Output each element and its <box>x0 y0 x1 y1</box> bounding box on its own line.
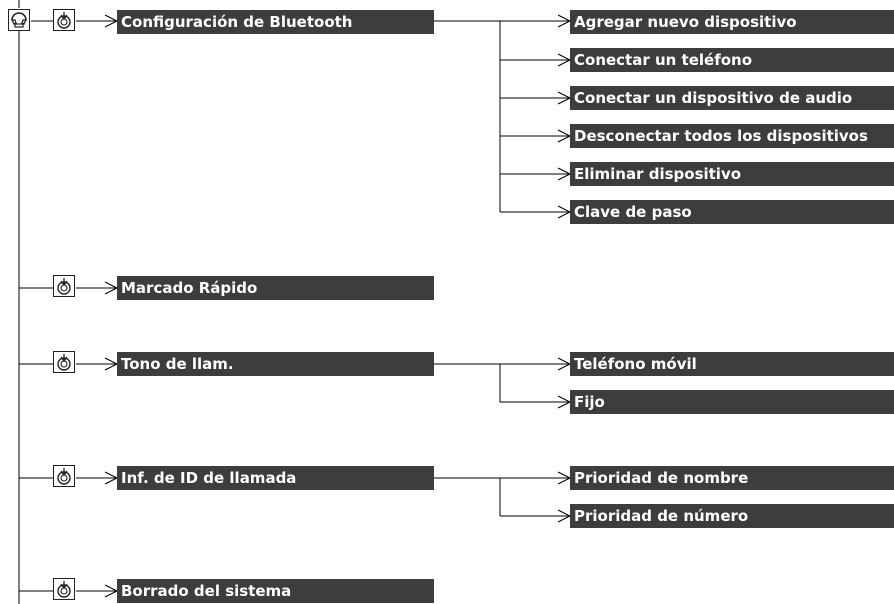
menu-item-bluetooth-settings[interactable]: Configuración de Bluetooth <box>117 10 434 34</box>
submenu-item-connect-audio-device[interactable]: Conectar un dispositivo de audio <box>570 86 894 110</box>
submenu-item-connect-phone[interactable]: Conectar un teléfono <box>570 48 894 72</box>
dial-knob-icon <box>53 9 75 31</box>
phone-handset-icon <box>8 9 30 31</box>
submenu-item-landline[interactable]: Fijo <box>570 390 894 414</box>
menu-item-system-clear[interactable]: Borrado del sistema <box>117 579 434 603</box>
menu-item-speed-dial[interactable]: Marcado Rápido <box>117 276 434 300</box>
submenu-item-add-new-device[interactable]: Agregar nuevo dispositivo <box>570 10 894 34</box>
submenu-item-name-priority[interactable]: Prioridad de nombre <box>570 466 894 490</box>
submenu-item-mobile-phone[interactable]: Teléfono móvil <box>570 352 894 376</box>
submenu-item-disconnect-all[interactable]: Desconectar todos los dispositivos <box>570 124 894 148</box>
submenu-item-passkey[interactable]: Clave de paso <box>570 200 894 224</box>
dial-knob-icon <box>53 351 75 373</box>
submenu-item-number-priority[interactable]: Prioridad de número <box>570 504 894 528</box>
dial-knob-icon <box>53 275 75 297</box>
menu-item-ringtone[interactable]: Tono de llam. <box>117 352 434 376</box>
dial-knob-icon <box>53 465 75 487</box>
submenu-item-delete-device[interactable]: Eliminar dispositivo <box>570 162 894 186</box>
dial-knob-icon <box>53 578 75 600</box>
menu-item-caller-id-info[interactable]: Inf. de ID de llamada <box>117 466 434 490</box>
